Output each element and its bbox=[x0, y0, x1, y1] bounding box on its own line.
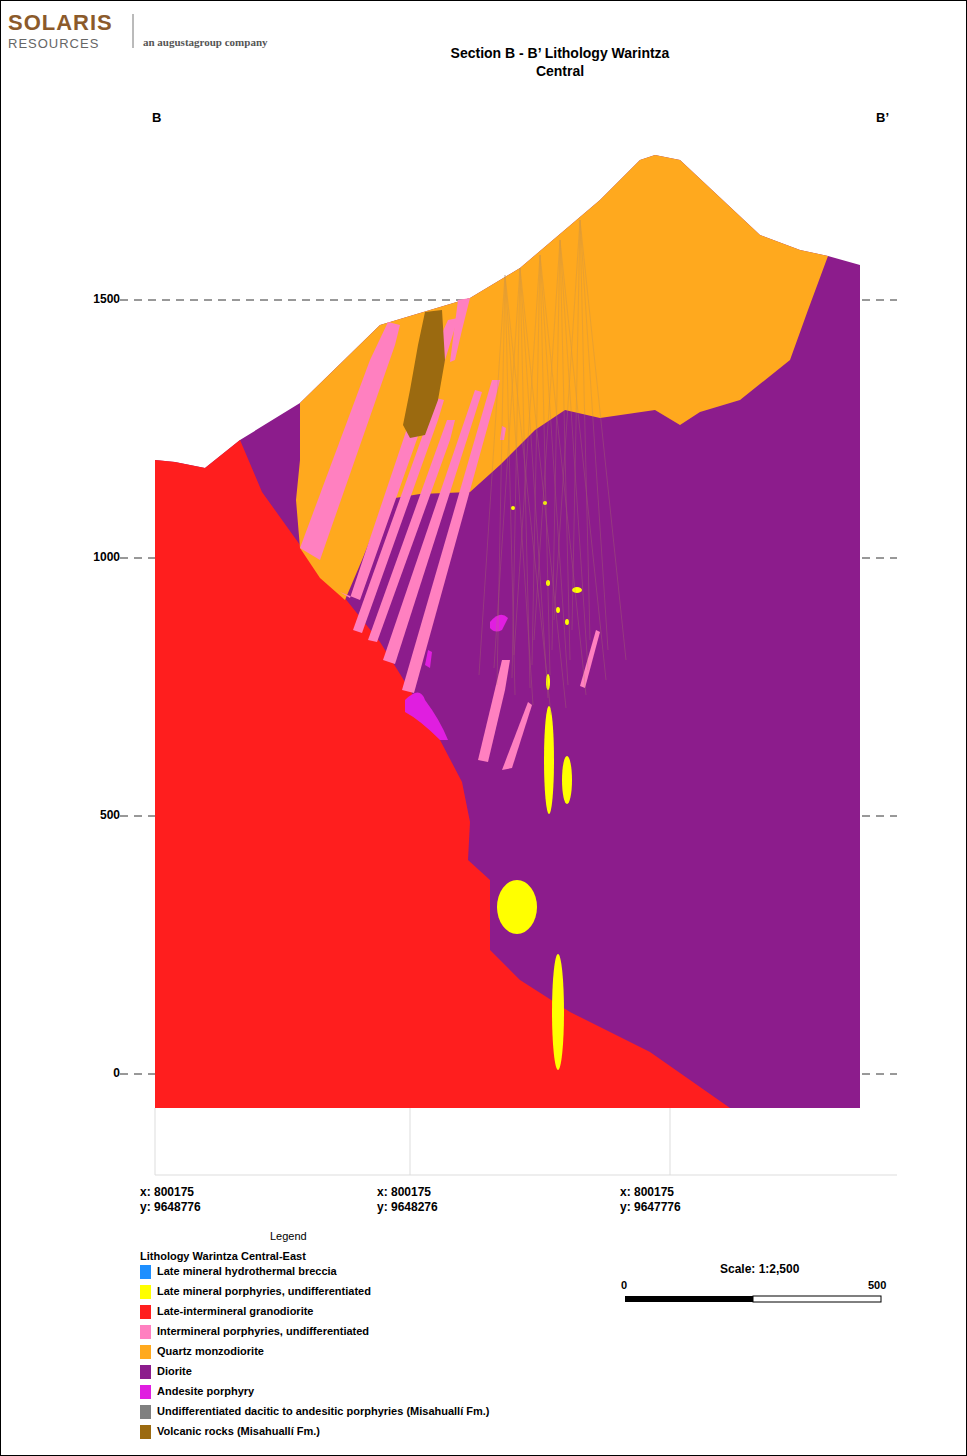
drill-trace bbox=[560, 240, 606, 680]
legend-heading: Legend bbox=[270, 1230, 307, 1243]
coordinate-label: x: 800175 bbox=[620, 1185, 674, 1199]
drill-trace bbox=[512, 268, 520, 678]
drill-trace bbox=[580, 220, 590, 640]
drill-trace bbox=[580, 220, 626, 660]
legend-text: Late mineral porphyries, undifferentiate… bbox=[157, 1285, 371, 1298]
drill-trace bbox=[560, 240, 588, 670]
legend-text: Late-intermineral granodiorite bbox=[157, 1305, 313, 1318]
drill-trace bbox=[505, 275, 551, 715]
legend-heading: Lithology Warintza Central-East bbox=[140, 1250, 306, 1263]
logo-word: RESOURCES bbox=[8, 36, 99, 52]
elevation-label: 500 bbox=[100, 808, 120, 822]
legend-swatch bbox=[140, 1305, 151, 1319]
scale-tick: 500 bbox=[868, 1279, 886, 1292]
elevation-label: 0 bbox=[113, 1066, 120, 1080]
drill-trace bbox=[532, 255, 540, 665]
legend-text: Quartz monzodiorite bbox=[157, 1345, 264, 1358]
section-end: B’ bbox=[876, 110, 889, 126]
section-end: B bbox=[152, 110, 161, 126]
coordinate-label: y: 9647776 bbox=[620, 1200, 681, 1214]
legend-text: Andesite porphyry bbox=[157, 1385, 254, 1398]
legend-swatch bbox=[140, 1425, 151, 1439]
drill-trace bbox=[520, 268, 530, 688]
legend-text: Diorite bbox=[157, 1365, 192, 1378]
scale-tick: 0 bbox=[621, 1279, 627, 1292]
drill-trace bbox=[520, 268, 548, 698]
legend-swatch bbox=[140, 1365, 151, 1379]
tagline: an augustagroup company bbox=[143, 36, 268, 49]
drill-trace bbox=[520, 268, 566, 708]
legend-swatch bbox=[140, 1285, 151, 1299]
elevation-label: 1500 bbox=[93, 292, 120, 306]
legend-swatch bbox=[140, 1405, 151, 1419]
drill-trace bbox=[572, 220, 580, 630]
coordinate-label: y: 9648776 bbox=[140, 1200, 201, 1214]
legend-swatch bbox=[140, 1265, 151, 1279]
logo-word: SOLARIS bbox=[8, 10, 113, 36]
coordinate-label: x: 800175 bbox=[140, 1185, 194, 1199]
legend-text: Undifferentiated dacitic to andesitic po… bbox=[157, 1405, 490, 1418]
drill-trace bbox=[505, 275, 515, 695]
drill-trace bbox=[580, 220, 608, 650]
drill-trace bbox=[540, 255, 586, 695]
coordinate-label: y: 9648276 bbox=[377, 1200, 438, 1214]
legend-text: Volcanic rocks (Misahuallí Fm.) bbox=[157, 1425, 320, 1438]
scale-label: Scale: 1:2,500 bbox=[720, 1262, 799, 1276]
drill-trace bbox=[540, 255, 550, 675]
drill-trace bbox=[497, 275, 505, 685]
elevation-label: 1000 bbox=[93, 550, 120, 564]
coordinate-label: x: 800175 bbox=[377, 1185, 431, 1199]
legend-text: Late mineral hydrothermal breccia bbox=[157, 1265, 337, 1278]
legend-swatch bbox=[140, 1345, 151, 1359]
legend-swatch bbox=[140, 1325, 151, 1339]
legend-swatch bbox=[140, 1385, 151, 1399]
section-title: Section B - B’ Lithology Warintza Centra… bbox=[440, 44, 680, 80]
legend-text: Intermineral porphyries, undifferentiate… bbox=[157, 1325, 369, 1338]
